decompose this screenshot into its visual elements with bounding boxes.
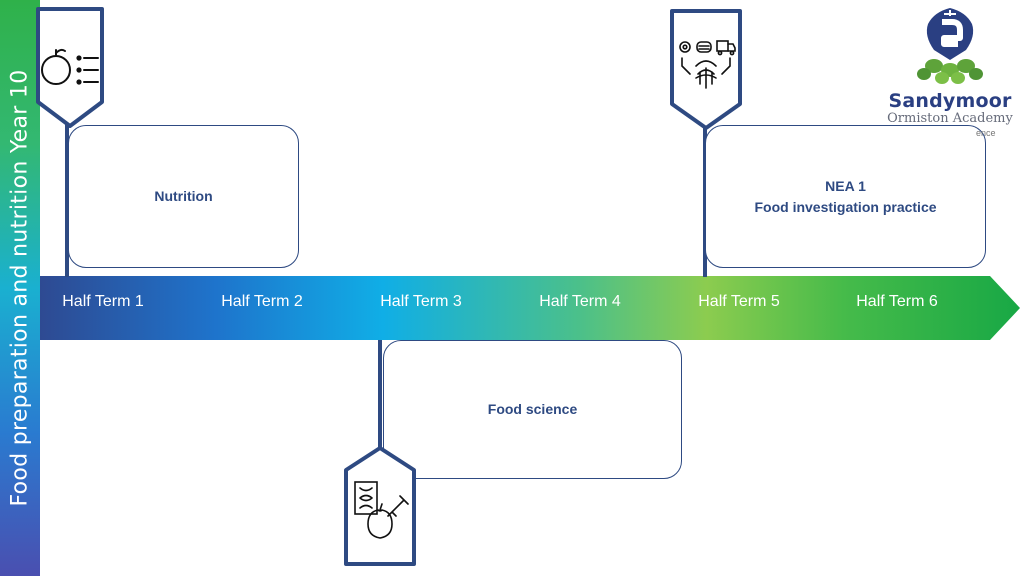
side-title-bar: Food preparation and nutrition Year 10 (0, 0, 40, 576)
nutrition-card: Nutrition (68, 125, 299, 268)
nutrition-label: Nutrition (154, 188, 213, 204)
timeline-arrow (40, 276, 1020, 340)
food-science-pin (344, 446, 416, 566)
half-term-5-label: Half Term 5 (698, 293, 780, 310)
nutrition-list-icon (41, 48, 99, 85)
food-processing-icon (679, 40, 736, 89)
food-science-card: Food science (383, 340, 682, 479)
school-logo: Sandymoor Ormiston Academy (882, 6, 1018, 126)
half-term-3-label: Half Term 3 (380, 293, 462, 310)
logo-tagline-fragment: ence (976, 128, 996, 138)
food-science-icon (354, 481, 409, 539)
nutrition-pin-line (65, 120, 69, 277)
nea-card: NEA 1 Food investigation practice (705, 125, 986, 268)
nea-line2: Food investigation practice (754, 198, 937, 215)
logo-name: Sandymoor (888, 90, 1012, 112)
nutrition-pin (36, 7, 104, 128)
science-pin-line (378, 340, 382, 455)
half-term-4-label: Half Term 4 (539, 293, 621, 310)
nea-pin (670, 9, 742, 130)
side-title: Food preparation and nutrition Year 10 (7, 69, 33, 507)
logo-emblem (917, 8, 983, 84)
half-term-2-label: Half Term 2 (221, 293, 303, 310)
logo-subtitle: Ormiston Academy (887, 111, 1013, 126)
nea-line1: NEA 1 (825, 177, 866, 194)
food-science-label: Food science (487, 401, 578, 417)
half-term-6-label: Half Term 6 (856, 293, 938, 310)
half-term-1-label: Half Term 1 (62, 293, 144, 310)
